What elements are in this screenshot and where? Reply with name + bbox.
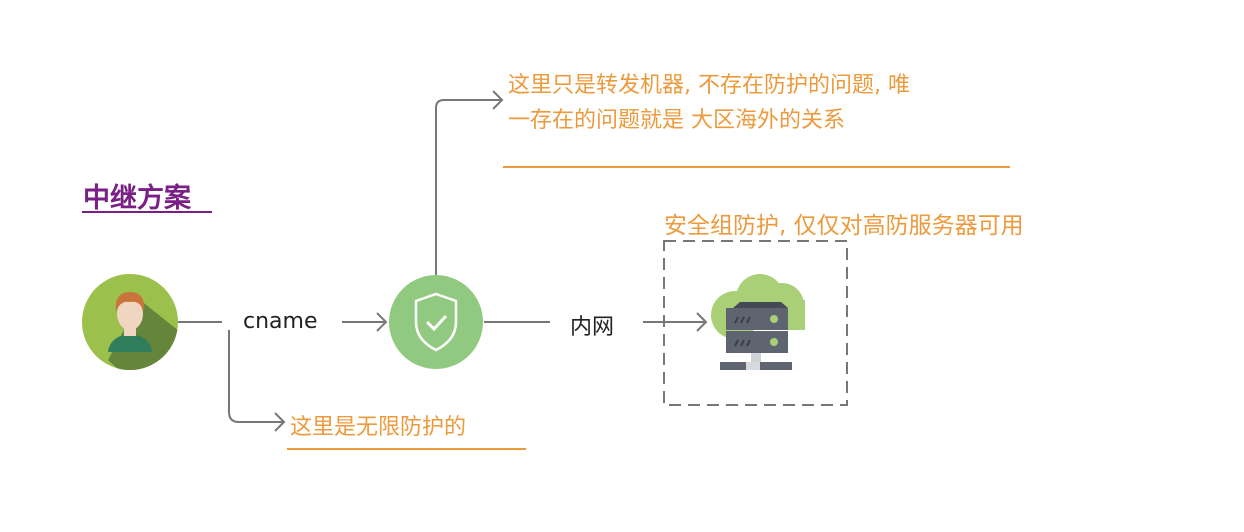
diagram-title: 中继方案 xyxy=(83,183,191,214)
unlimited-protection-note: 这里是无限防护的 xyxy=(290,415,467,440)
edge-label-intranet: 内网 xyxy=(570,315,615,340)
arrow-to-forwarder-note xyxy=(435,90,504,275)
forwarder-note-line1: 这里只是转发机器, 不存在防护的问题, 唯 xyxy=(508,73,910,98)
cloud-server-icon xyxy=(711,274,805,370)
arrow-to-unlimited-note xyxy=(228,330,286,432)
arrow-to-shield xyxy=(342,312,388,332)
shield-check-icon xyxy=(389,275,483,369)
forwarder-note-line2: 一存在的问题就是 大区海外的关系 xyxy=(508,108,845,133)
arrow-to-server xyxy=(643,312,708,332)
security-group-box xyxy=(663,240,848,406)
user-avatar-icon xyxy=(82,274,178,370)
security-group-note: 安全组防护, 仅仅对高防服务器可用 xyxy=(664,213,1024,239)
edge-label-cname: cname xyxy=(243,309,318,334)
